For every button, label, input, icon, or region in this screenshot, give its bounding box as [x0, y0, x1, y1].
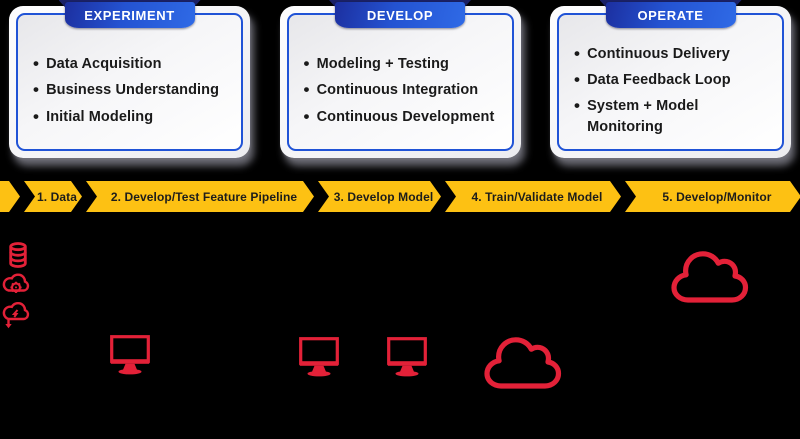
- list-item-label: Business Understanding: [46, 82, 220, 99]
- monitor-icon: [108, 333, 152, 375]
- ribbon-front: EXPERIMENT: [64, 2, 195, 28]
- panel-experiment: Data Acquisition Business Understanding …: [9, 0, 250, 158]
- panel-frame: Data Acquisition Business Understanding …: [9, 6, 250, 158]
- pipeline-step-label: 5. Develop/Monitor: [662, 189, 772, 204]
- list-item: Continuous Delivery: [574, 44, 768, 65]
- list-item-label: Initial Modeling: [46, 108, 154, 125]
- chevron-tail: [0, 181, 20, 212]
- monitor-icon: [385, 335, 429, 377]
- list-item-label: System + Model Monitoring: [587, 98, 699, 136]
- pipeline-step-label: 2. Develop/Test Feature Pipeline: [110, 189, 298, 204]
- list-item-label: Continuous Development: [316, 108, 495, 125]
- bullet-list: Continuous Delivery Data Feedback Loop S…: [574, 44, 768, 138]
- pipeline-step-deploy-monitor: 5. Develop/Monitor: [625, 181, 800, 212]
- monitor-icon: [297, 335, 341, 377]
- pipeline-step-train-validate: 4. Train/Validate Model: [445, 181, 621, 212]
- list-item: System + Model Monitoring: [574, 96, 768, 138]
- bullet-list: Data Acquisition Business Understanding …: [33, 54, 227, 127]
- ribbon-experiment: EXPERIMENT: [58, 0, 201, 30]
- database-icon: [8, 242, 28, 268]
- cloud-gear-icon: [1, 271, 31, 298]
- pipeline-step-data: 1. Data: [24, 181, 82, 212]
- ribbon-front: DEVELOP: [335, 2, 465, 28]
- list-item-label: Continuous Delivery: [587, 45, 730, 62]
- pipeline-step-feature-pipeline: 2. Develop/Test Feature Pipeline: [86, 181, 314, 212]
- list-item-label: Data Feedback Loop: [587, 71, 731, 88]
- pipeline-step-label: 3. Develop Model: [333, 189, 434, 204]
- list-item: Modeling + Testing: [304, 54, 498, 75]
- list-item: Continuous Integration: [304, 80, 498, 101]
- list-item: Initial Modeling: [33, 107, 227, 128]
- ribbon-label: DEVELOP: [366, 7, 434, 23]
- cloud-icon: [481, 337, 567, 393]
- panel-body: Data Acquisition Business Understanding …: [16, 13, 243, 151]
- panel-frame: Modeling + Testing Continuous Integratio…: [279, 6, 521, 158]
- pipeline-step-label: 1. Data: [36, 189, 78, 204]
- pipeline-banner: 1. Data 2. Develop/Test Feature Pipeline…: [0, 181, 800, 212]
- bullet-list: Modeling + Testing Continuous Integratio…: [304, 54, 498, 127]
- panel-operate: Continuous Delivery Data Feedback Loop S…: [550, 0, 791, 158]
- panel-frame: Continuous Delivery Data Feedback Loop S…: [550, 6, 791, 158]
- stage-panels-row: Data Acquisition Business Understanding …: [0, 0, 800, 158]
- list-item-label: Continuous Integration: [316, 82, 479, 99]
- ribbon-develop: DEVELOP: [329, 0, 471, 30]
- list-item: Data Feedback Loop: [574, 70, 768, 91]
- ribbon-operate: OPERATE: [599, 0, 742, 30]
- ribbon-front: OPERATE: [605, 2, 736, 28]
- panel-body: Continuous Delivery Data Feedback Loop S…: [557, 13, 784, 151]
- list-item-label: Modeling + Testing: [316, 56, 449, 73]
- list-item: Data Acquisition: [33, 54, 227, 75]
- list-item: Business Understanding: [33, 80, 227, 101]
- panel-develop: Modeling + Testing Continuous Integratio…: [279, 0, 521, 158]
- list-item: Continuous Development: [304, 107, 498, 128]
- pipeline-step-label: 4. Train/Validate Model: [471, 189, 603, 204]
- list-item-label: Data Acquisition: [46, 56, 162, 73]
- cloud-download-icon: [1, 299, 31, 330]
- ribbon-label: OPERATE: [637, 7, 704, 23]
- pipeline-step-develop-model: 3. Develop Model: [318, 181, 441, 212]
- cloud-icon: [668, 251, 754, 307]
- ribbon-label: EXPERIMENT: [84, 7, 175, 23]
- panel-body: Modeling + Testing Continuous Integratio…: [286, 13, 514, 151]
